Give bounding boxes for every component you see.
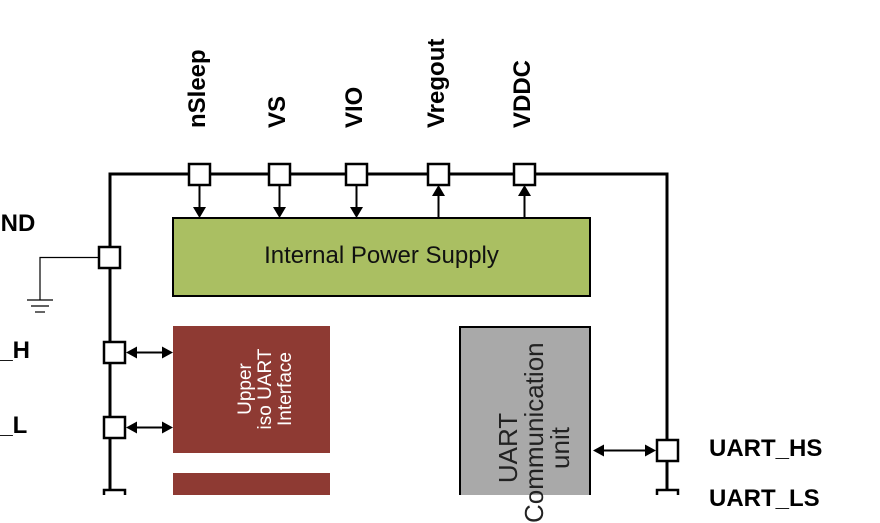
label-h-l: H_L [0,412,28,439]
lower-iso-uart-block [173,473,330,495]
top-pin-vio [344,162,369,218]
label-uart-hs: UART_HS [709,435,823,462]
internal-power-supply-block [172,217,591,297]
power-supply-label: Internal Power Supply [264,242,499,269]
h-h-pin [102,340,173,365]
label-vs: VS [264,95,291,128]
top-pin-nsleep [187,162,212,218]
gnd-pin [39,245,122,300]
label-vio: VIO [341,86,368,128]
uart-comm-unit-label: UART Communication unit [493,342,575,523]
label-h-h: H_H [0,337,31,364]
label-nsleep: nSleep [184,49,211,128]
label-uart-ls: UART_LS [709,485,820,512]
left-pin-partial [102,488,127,495]
block-diagram [27,162,680,495]
uart-hs-pin [593,438,680,463]
label-vddc: VDDC [509,59,536,128]
top-pin-vddc [512,162,537,218]
top-pin-vregout [426,162,451,218]
chip-outline [108,172,669,495]
ground-symbol-icon [27,299,53,313]
label-vregout: Vregout [423,38,450,128]
top-pin-vs [267,162,292,218]
upper-iso-uart-label: Upper iso UART Interface [235,348,296,430]
uart-communication-unit-block [459,326,591,495]
h-l-pin [102,415,173,440]
label-gnd: GND [0,210,36,237]
upper-iso-uart-block [173,326,330,453]
right-pin-partial [655,488,680,495]
